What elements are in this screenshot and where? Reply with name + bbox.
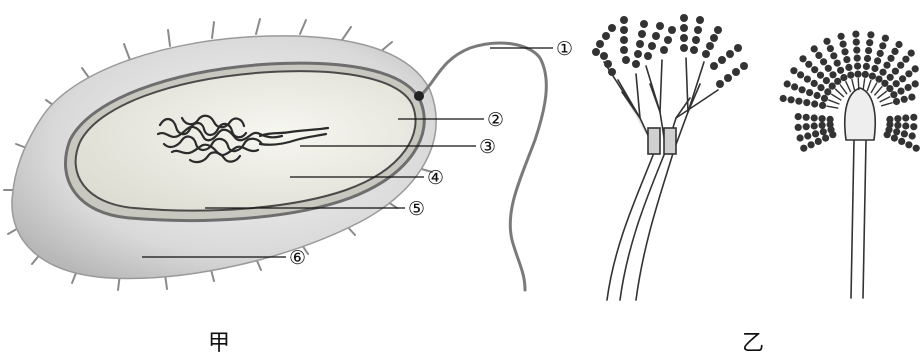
label-3: ③ bbox=[479, 136, 496, 158]
caption-figure-a: 甲 bbox=[208, 331, 230, 356]
bacterium-diagram bbox=[4, 19, 546, 290]
aspergillus-conidiophore bbox=[845, 88, 875, 298]
conidia-chains-left bbox=[592, 14, 748, 88]
label-6: ⑥ bbox=[289, 247, 306, 269]
caption-figure-b: 乙 bbox=[742, 331, 764, 356]
label-5: ⑤ bbox=[408, 198, 425, 220]
label-2: ② bbox=[487, 109, 504, 131]
label-4: ④ bbox=[427, 167, 444, 189]
label-1: ① bbox=[556, 38, 573, 60]
penicillium-conidiophore bbox=[604, 58, 718, 300]
basal-body bbox=[414, 91, 424, 101]
